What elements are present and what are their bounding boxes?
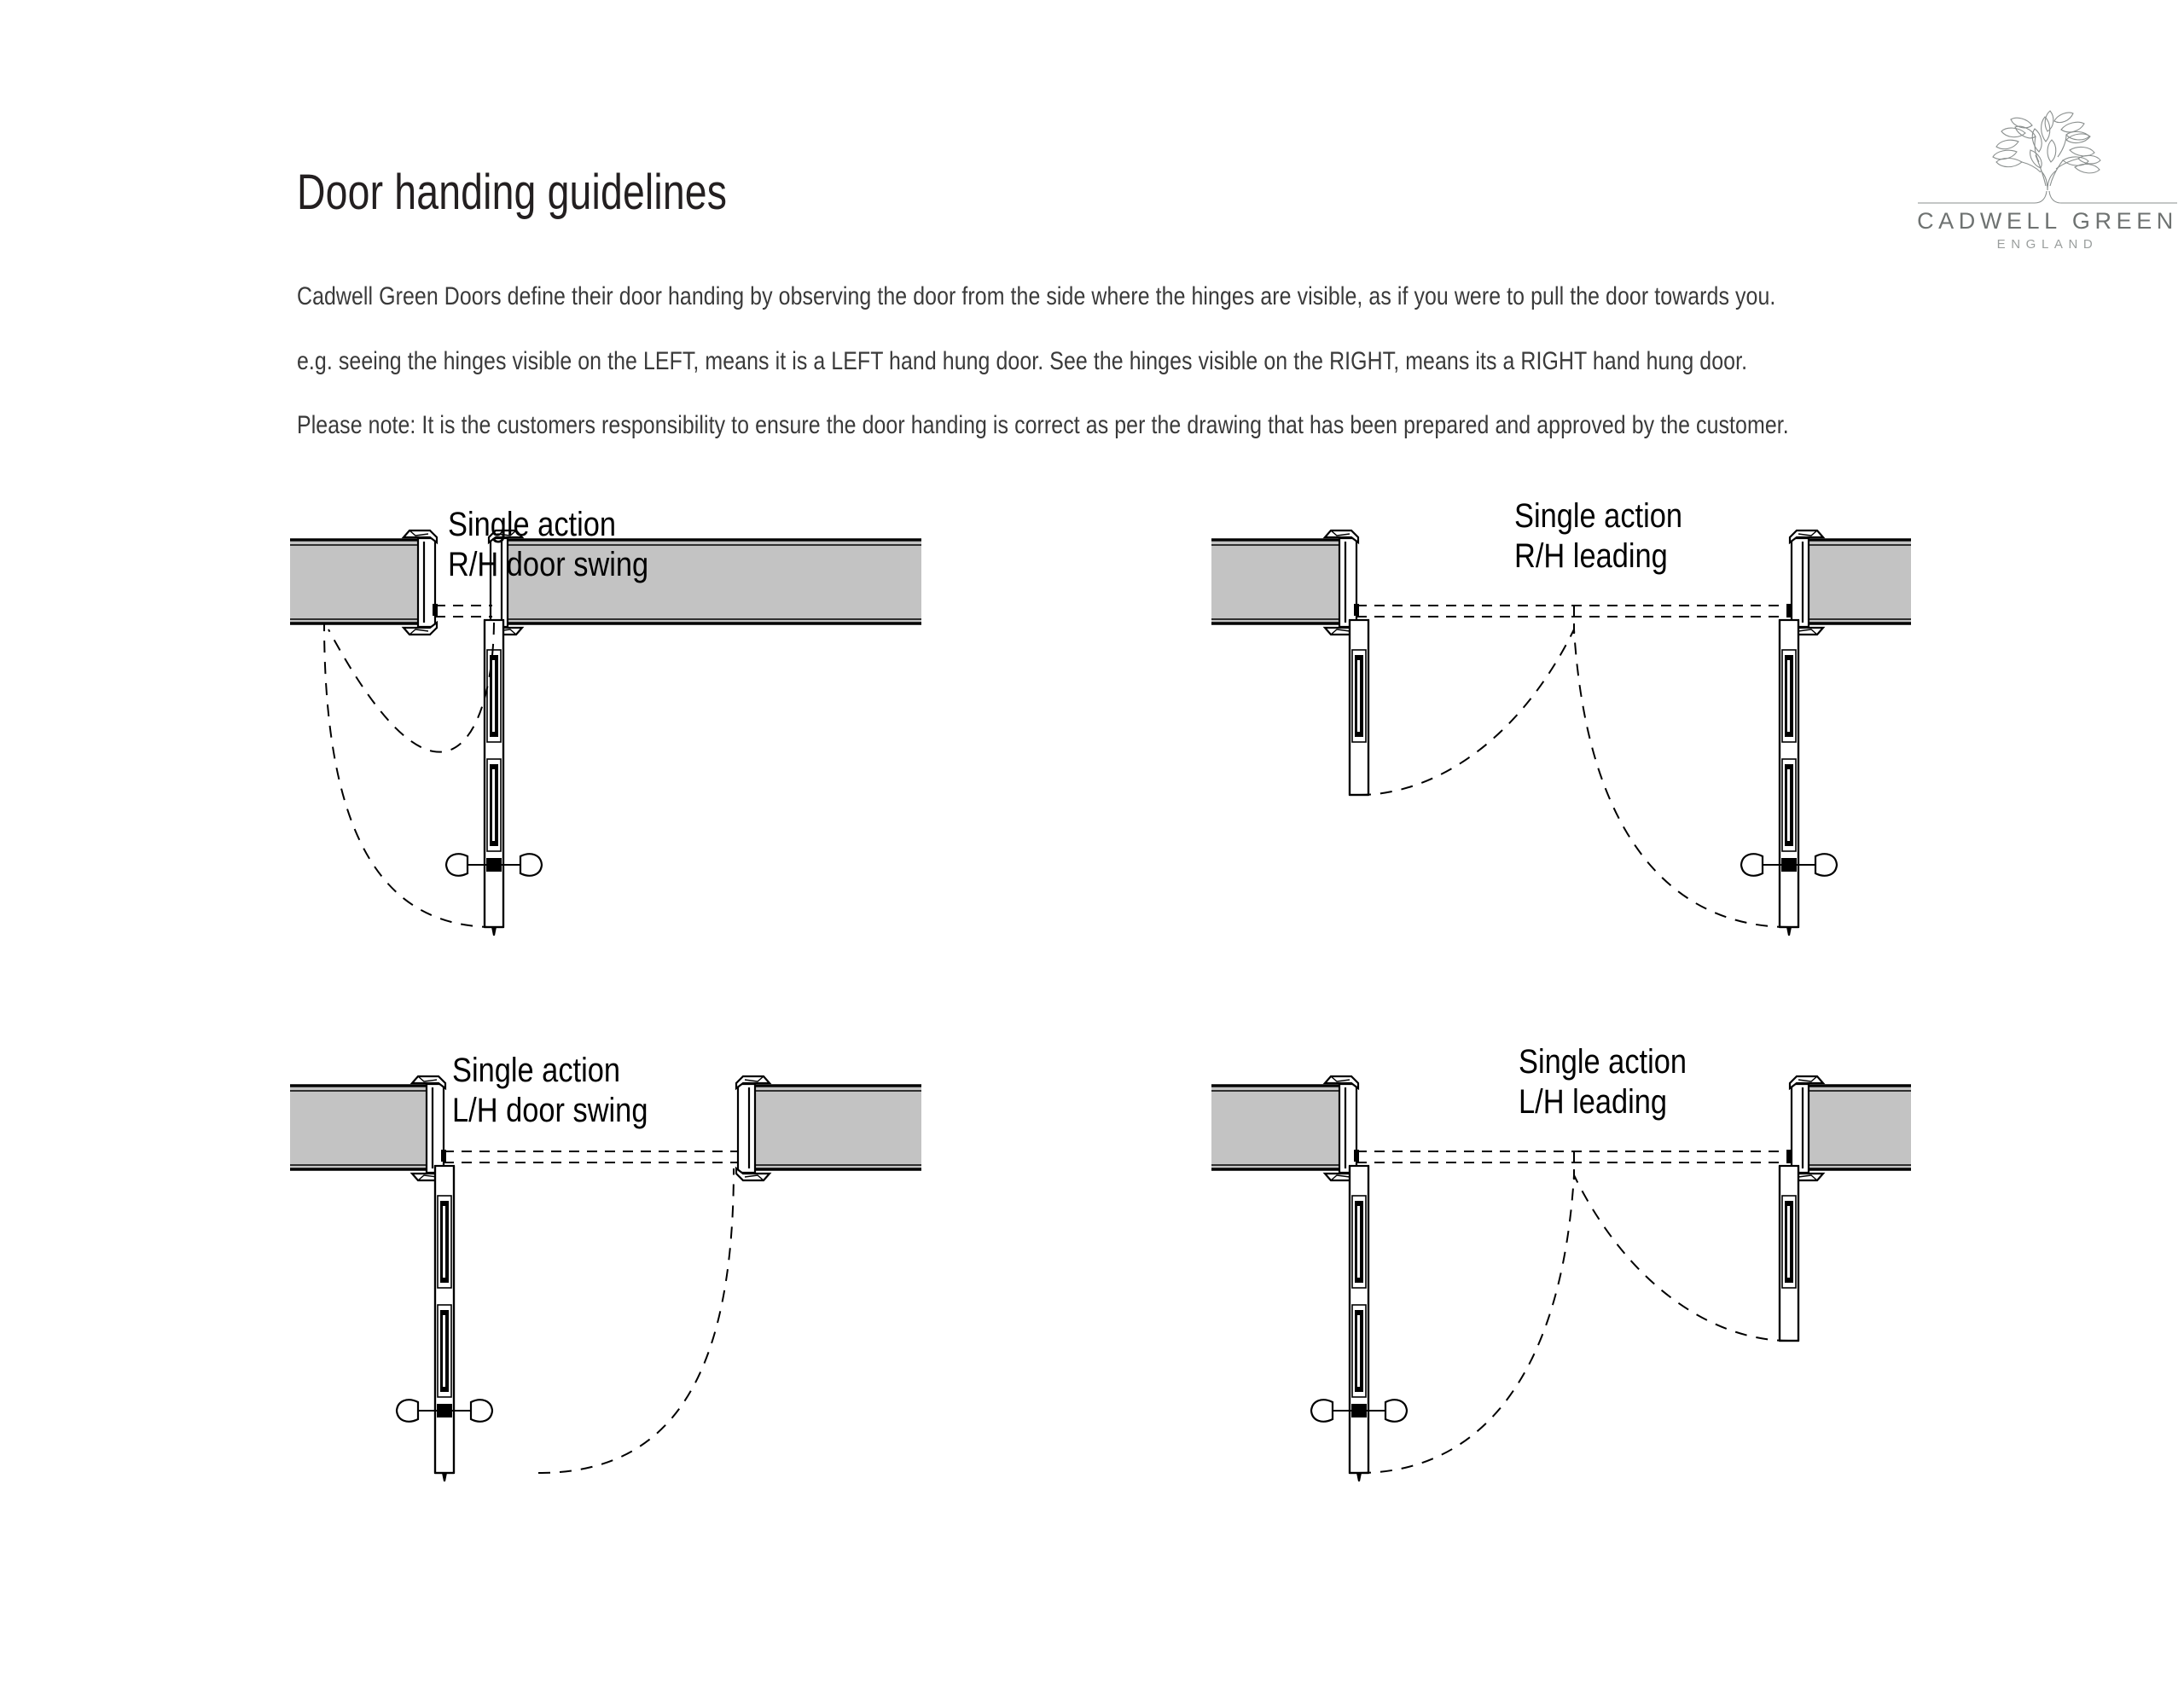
swing-arc-right-leaf [1573, 629, 1790, 928]
door-leaf-right [1778, 1164, 1800, 1342]
door-leaf-left [1348, 1164, 1370, 1481]
door-handle [395, 1399, 494, 1423]
brand-logo: CADWELL GREEN ENGLAND [1911, 101, 2184, 254]
swing-arc [537, 1168, 735, 1474]
caption-line-2: R/H door swing [448, 546, 649, 584]
door-panel-lower [486, 758, 502, 852]
logo-subtitle: ENGLAND [1996, 237, 2099, 252]
wall-right [735, 1075, 921, 1182]
swing-arc-left-leaf [1358, 629, 1575, 796]
intro-paragraph-3: Please note: It is the customers respons… [297, 411, 1789, 439]
page-title: Door handing guidelines [297, 165, 728, 220]
caption-line-1: Single action [1514, 497, 1682, 535]
intro-paragraph-1: Cadwell Green Doors define their door ha… [297, 282, 1776, 310]
swing-arc-main [323, 622, 495, 928]
door-panel-upper [1781, 1195, 1797, 1289]
swing-arc-right-leaf [1573, 1174, 1790, 1342]
caption-line-2: L/H door swing [452, 1092, 648, 1130]
door-handle [444, 853, 543, 877]
caption-line-1: Single action [448, 506, 616, 543]
door-panel-upper [1351, 1195, 1367, 1289]
caption-line-1: Single action [452, 1052, 620, 1089]
door-panel-lower [437, 1304, 452, 1398]
opening-dashed-lines [435, 605, 492, 617]
door-panel-upper [486, 649, 502, 743]
logo-wordmark: CADWELL GREEN [1917, 208, 2178, 234]
wall-left [290, 529, 439, 636]
caption-line-1: Single action [1519, 1043, 1687, 1081]
caption-line-2: R/H leading [1514, 537, 1668, 576]
wall-right [1786, 529, 1911, 636]
opening-dashed-lines [444, 1151, 738, 1163]
door-leaf-left [1348, 618, 1370, 797]
wall-right [1786, 1075, 1911, 1182]
door-panel-upper [437, 1195, 452, 1289]
swing-arc-left-leaf [1358, 1174, 1575, 1474]
swing-arc [328, 622, 495, 753]
caption-line-2: L/H leading [1519, 1083, 1668, 1122]
door-panel-upper [1351, 649, 1367, 743]
door-leaf-right [1778, 618, 1800, 936]
tree-icon [1918, 110, 2177, 204]
door-panel-lower [1781, 758, 1797, 852]
wall-left [1211, 1075, 1360, 1182]
intro-paragraph-2: e.g. seeing the hinges visible on the LE… [297, 347, 1748, 375]
door-handle [1740, 853, 1838, 877]
door-panel-lower [1351, 1304, 1367, 1398]
wall-right [487, 529, 921, 636]
door-leaf [433, 1164, 456, 1481]
door-panel-upper [1781, 649, 1797, 743]
wall-left [1211, 529, 1360, 636]
door-leaf [483, 618, 505, 936]
door-handle [1310, 1399, 1409, 1423]
wall-left [290, 1075, 447, 1182]
